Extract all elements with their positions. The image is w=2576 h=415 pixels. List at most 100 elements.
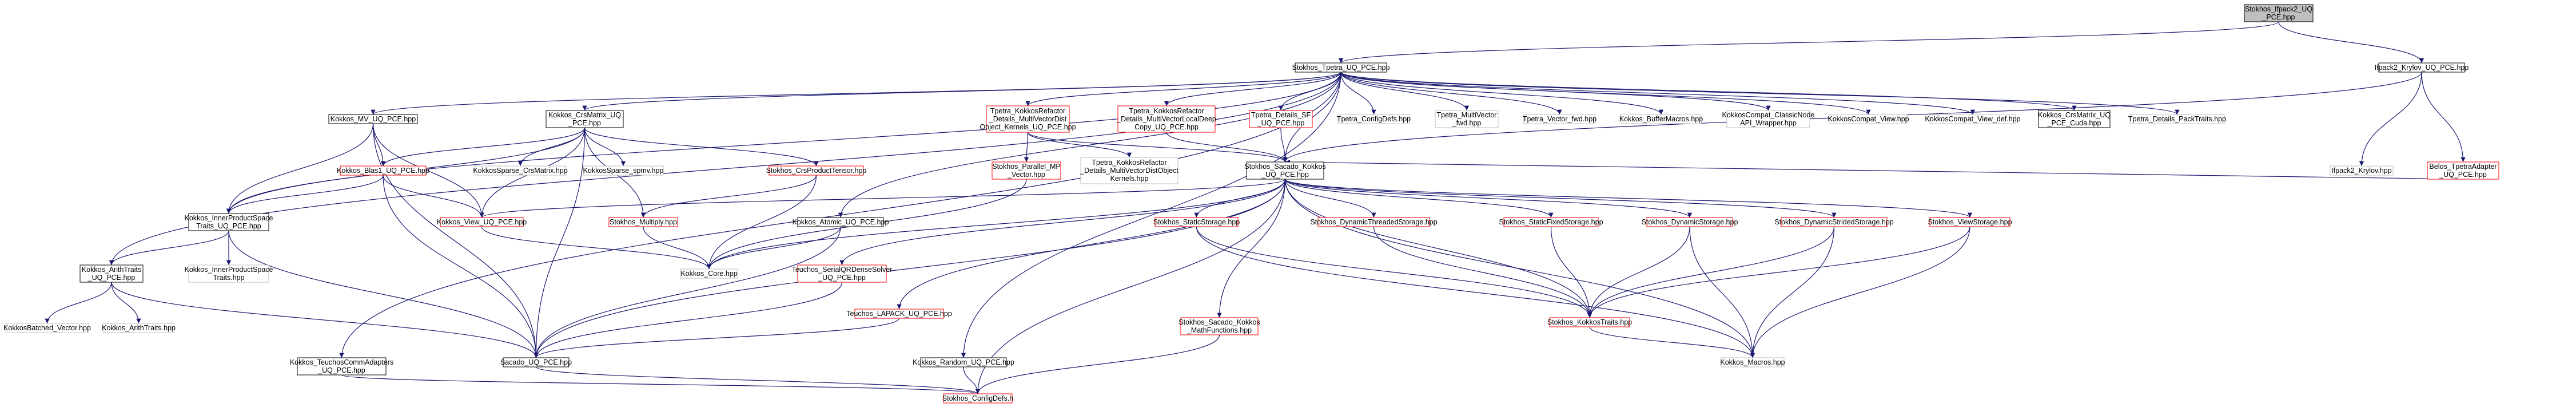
node-label: Stokhos_DynamicThreadedStorage.hpp bbox=[1310, 218, 1437, 226]
node-label: Kokkos_BufferMacros.hpp bbox=[1619, 115, 1703, 123]
node-label: Stokhos_Sacado_Kokkos bbox=[1178, 318, 1260, 326]
node-kokkos_random[interactable]: Kokkos_Random_UQ_PCE.hpp bbox=[913, 357, 1014, 367]
node-stokhos_viewstorage[interactable]: Stokhos_ViewStorage.hpp bbox=[1928, 217, 2012, 227]
node-label: Tpetra_ConfigDefs.hpp bbox=[1337, 115, 1411, 123]
edge-stokhos_sacado_kokkos-to-stokhos_dynthreadedstorage bbox=[1284, 179, 1376, 218]
edge-stokhos_sacado_kokkos-to-stokhos_configdefs bbox=[975, 179, 1286, 394]
node-box bbox=[920, 357, 1007, 367]
node-stokhos_sacado_mathfunctions[interactable]: Stokhos_Sacado_Kokkos_MathFunctions.hpp bbox=[1178, 317, 1260, 335]
edge-stokhos_sacado_kokkos-to-stokhos_viewstorage bbox=[1284, 179, 1972, 218]
edge-kokkos_innerproductspace-to-sacado_uq_pce bbox=[228, 230, 539, 358]
node-kokkos_innerproductspace[interactable]: Kokkos_InnerProductSpaceTraits_UQ_PCE.hp… bbox=[185, 213, 273, 231]
node-teuchos_serialqr[interactable]: Teuchos_SerialQRDenseSolver_UQ_PCE.hpp bbox=[792, 264, 893, 283]
node-kokkoscompat_view[interactable]: KokkosCompat_View.hpp bbox=[1828, 114, 1909, 124]
node-stokhos_dynamicstorage[interactable]: Stokhos_DynamicStorage.hpp bbox=[1642, 217, 1738, 227]
node-stokhos_kokkostraits[interactable]: Stokhos_KokkosTraits.hpp bbox=[1547, 317, 1632, 327]
node-tpetra_uq[interactable]: Stokhos_Tpetra_UQ_PCE.hpp bbox=[1292, 62, 1390, 73]
edge-tpetra_mvlocaldeep-to-stokhos_sacado_kokkos bbox=[1166, 132, 1288, 163]
node-ifpack2_krylov_hpp[interactable]: Ifpack2_Krylov.hpp bbox=[2330, 165, 2394, 176]
node-ifpack2_krylov[interactable]: Ifpack2_Krylov_UQ_PCE.hpp bbox=[2375, 62, 2469, 73]
node-stokhos_sacado_kokkos[interactable]: Stokhos_Sacado_Kokkos_UQ_PCE.hpp bbox=[1244, 161, 1326, 180]
node-label: Kokkos_TeuchosCommAdapters bbox=[290, 358, 393, 366]
node-label: Kokkos_Atomic_UQ_PCE.hpp bbox=[793, 218, 889, 226]
node-tpetra_parallel_mp[interactable]: Stokhos_Parallel_MP_Vector.hpp bbox=[992, 161, 1061, 180]
edge-kokkos_atomic-to-sacado_uq_pce bbox=[533, 226, 841, 358]
node-label: KokkosBatched_Vector.hpp bbox=[3, 324, 91, 332]
node-label: Kokkos_Core.hpp bbox=[680, 270, 737, 278]
node-label: Stokhos_DynamicStridedStorage.hpp bbox=[1774, 218, 1894, 226]
edge-stokhos_dynthreadedstorage-to-stokhos_kokkostraits bbox=[1373, 226, 1592, 318]
node-kokkos_blas1[interactable]: Kokkos_Blas1_UQ_PCE.hpp bbox=[337, 165, 429, 176]
node-stokhos_staticfixedstorage[interactable]: Stokhos_StaticFixedStorage.hpp bbox=[1499, 217, 1603, 227]
node-box bbox=[1249, 110, 1313, 128]
node-label: _PCE.hpp bbox=[568, 119, 601, 127]
node-kokkossparse_spmv[interactable]: KokkosSparse_spmv.hpp bbox=[583, 165, 664, 176]
node-label: _UQ_PCE.hpp bbox=[317, 366, 365, 374]
node-tpetra_mvdist_kernels_gray[interactable]: Tpetra_KokkosRefactor_Details_MultiVecto… bbox=[1080, 157, 1178, 184]
node-belos_tpetraadapter[interactable]: Belos_TpetraAdapter_UQ_PCE.hpp bbox=[2427, 161, 2499, 180]
node-kokkos_crsmatrix_cuda[interactable]: Kokkos_CrsMatrix_UQ_PCE_Cuda.hpp bbox=[2038, 110, 2111, 128]
edge-root-to-tpetra_uq bbox=[1339, 21, 2279, 64]
node-stokhos_dynstridedstorage[interactable]: Stokhos_DynamicStridedStorage.hpp bbox=[1774, 217, 1894, 227]
node-label: _PCE.hpp bbox=[2262, 13, 2295, 21]
node-box bbox=[2038, 110, 2111, 128]
edge-stokhos_sacado_kokkos-to-stokhos_kokkostraits bbox=[1284, 179, 1592, 318]
node-stokhos_dynthreadedstorage[interactable]: Stokhos_DynamicThreadedStorage.hpp bbox=[1310, 217, 1438, 227]
node-kokkosbatched_vector[interactable]: KokkosBatched_Vector.hpp bbox=[3, 323, 91, 333]
node-stokhos_configdefs[interactable]: Stokhos_ConfigDefs.h bbox=[942, 393, 1013, 404]
node-stokhos_crsproducttensor[interactable]: Stokhos_CrsProductTensor.hpp bbox=[766, 165, 867, 176]
edge-stokhos_sacado_mathfunctions-to-stokhos_configdefs bbox=[975, 334, 1220, 394]
node-tpetra_configdefs[interactable]: Tpetra_ConfigDefs.hpp bbox=[1337, 114, 1411, 124]
node-kokkos_macros[interactable]: Kokkos_Macros.hpp bbox=[1720, 357, 1785, 367]
node-kokkos_atomic[interactable]: Kokkos_Atomic_UQ_PCE.hpp bbox=[793, 217, 889, 227]
node-tpetra_packtraits[interactable]: Tpetra_Details_PackTraits.hpp bbox=[2128, 114, 2226, 124]
node-tpetra_vector_fwd[interactable]: Tpetra_Vector_fwd.hpp bbox=[1523, 114, 1596, 124]
node-tpetra_multivector_fwd[interactable]: Tpetra_MultiVector_fwd.hpp bbox=[1435, 110, 1499, 128]
node-kokkos_mv[interactable]: Kokkos_MV_UQ_PCE.hpp bbox=[328, 114, 418, 124]
nodes: Stokhos_Ifpack2_UQ_PCE.hppStokhos_Tpetra… bbox=[3, 4, 2499, 404]
node-kokkoscompat_view_def[interactable]: KokkosCompat_View_def.hpp bbox=[1925, 114, 2021, 124]
node-kokkos_teuchoscommadapters[interactable]: Kokkos_TeuchosCommAdapters_UQ_PCE.hpp bbox=[290, 357, 393, 376]
node-tpetra_mvlocaldeep[interactable]: Tpetra_KokkosRefactor_Details_MultiVecto… bbox=[1116, 105, 1216, 133]
edge-stokhos_staticstorage-to-kokkos_macros bbox=[1196, 226, 1755, 358]
node-label: Ifpack2_Krylov_UQ_PCE.hpp bbox=[2375, 64, 2469, 72]
node-stokhos_staticstorage[interactable]: Stokhos_StaticStorage.hpp bbox=[1153, 217, 1240, 227]
edge-stokhos_sacado_kokkos-to-teuchos_lapack bbox=[897, 179, 1286, 310]
node-kokkos_core[interactable]: Kokkos_Core.hpp bbox=[680, 268, 738, 279]
node-sacado_uq_pce[interactable]: Sacado_UQ_PCE.hpp bbox=[500, 357, 572, 367]
node-label: Tpetra_KokkosRefactor bbox=[1129, 107, 1204, 115]
node-stokhos_multiply[interactable]: Stokhos_Multiply.hpp bbox=[608, 217, 678, 227]
node-label: KokkosCompat_View_def.hpp bbox=[1925, 115, 2020, 123]
edge-kokkos_crsmatrix-to-kokkos_blas1 bbox=[380, 127, 586, 167]
node-tpetra_mvdist_kernels[interactable]: Tpetra_KokkosRefactor_Details_MultiVecto… bbox=[980, 105, 1076, 133]
node-kokkos_view_uq[interactable]: Kokkos_View_UQ_PCE.hpp bbox=[437, 217, 527, 227]
edge-stokhos_staticstorage-to-stokhos_kokkostraits bbox=[1196, 226, 1592, 318]
node-kokkos_arithtraits_uq[interactable]: Kokkos_ArithTraits_UQ_PCE.hpp bbox=[79, 264, 144, 283]
node-label: Teuchos_LAPACK_UQ_PCE.hpp bbox=[846, 310, 952, 318]
node-label: Stokhos_Ifpack2_UQ bbox=[2245, 5, 2312, 13]
node-tpetra_details_sf[interactable]: Tpetra_Details_SF_UQ_PCE.hpp bbox=[1249, 110, 1313, 128]
edge-belos_tpetraadapter-to-stokhos_sacado_kokkos bbox=[1285, 159, 2463, 180]
edge-tpetra_uq-to-kokkos_buffermacros bbox=[1340, 72, 1664, 115]
edge-kokkos_crsmatrix-to-sacado_uq_pce bbox=[533, 127, 586, 358]
node-teuchos_lapack[interactable]: Teuchos_LAPACK_UQ_PCE.hpp bbox=[846, 309, 952, 319]
node-label: _UQ_PCE.hpp bbox=[87, 274, 136, 282]
node-kokkossparse_crsmatrix[interactable]: KokkosSparse_CrsMatrix.hpp bbox=[473, 165, 568, 176]
node-box bbox=[1295, 62, 1387, 73]
node-label: _Details_MultiVectorDistObject bbox=[1080, 167, 1178, 175]
edge-kokkos_view_uq-to-kokkos_core bbox=[481, 226, 712, 270]
node-kokkos_arithtraits[interactable]: Kokkos_ArithTraits.hpp bbox=[102, 323, 176, 333]
edge-kokkos_mv-to-kokkos_innerproductspace bbox=[226, 123, 374, 214]
node-kokkos_buffermacros[interactable]: Kokkos_BufferMacros.hpp bbox=[1619, 114, 1703, 124]
node-box bbox=[583, 165, 664, 176]
node-label: Stokhos_ViewStorage.hpp bbox=[1928, 218, 2012, 226]
node-kokkos_crsmatrix[interactable]: Kokkos_CrsMatrix_UQ_PCE.hpp bbox=[546, 110, 624, 128]
edge-tpetra_uq-to-kokkoscompat_view_def bbox=[1340, 72, 1975, 115]
node-label: _MathFunctions.hpp bbox=[1187, 326, 1252, 334]
edge-stokhos_viewstorage-to-kokkos_macros bbox=[1750, 226, 1970, 358]
edge-stokhos_dynamicstorage-to-kokkos_macros bbox=[1689, 226, 1755, 358]
node-label: Ifpack2_Krylov.hpp bbox=[2331, 167, 2391, 175]
